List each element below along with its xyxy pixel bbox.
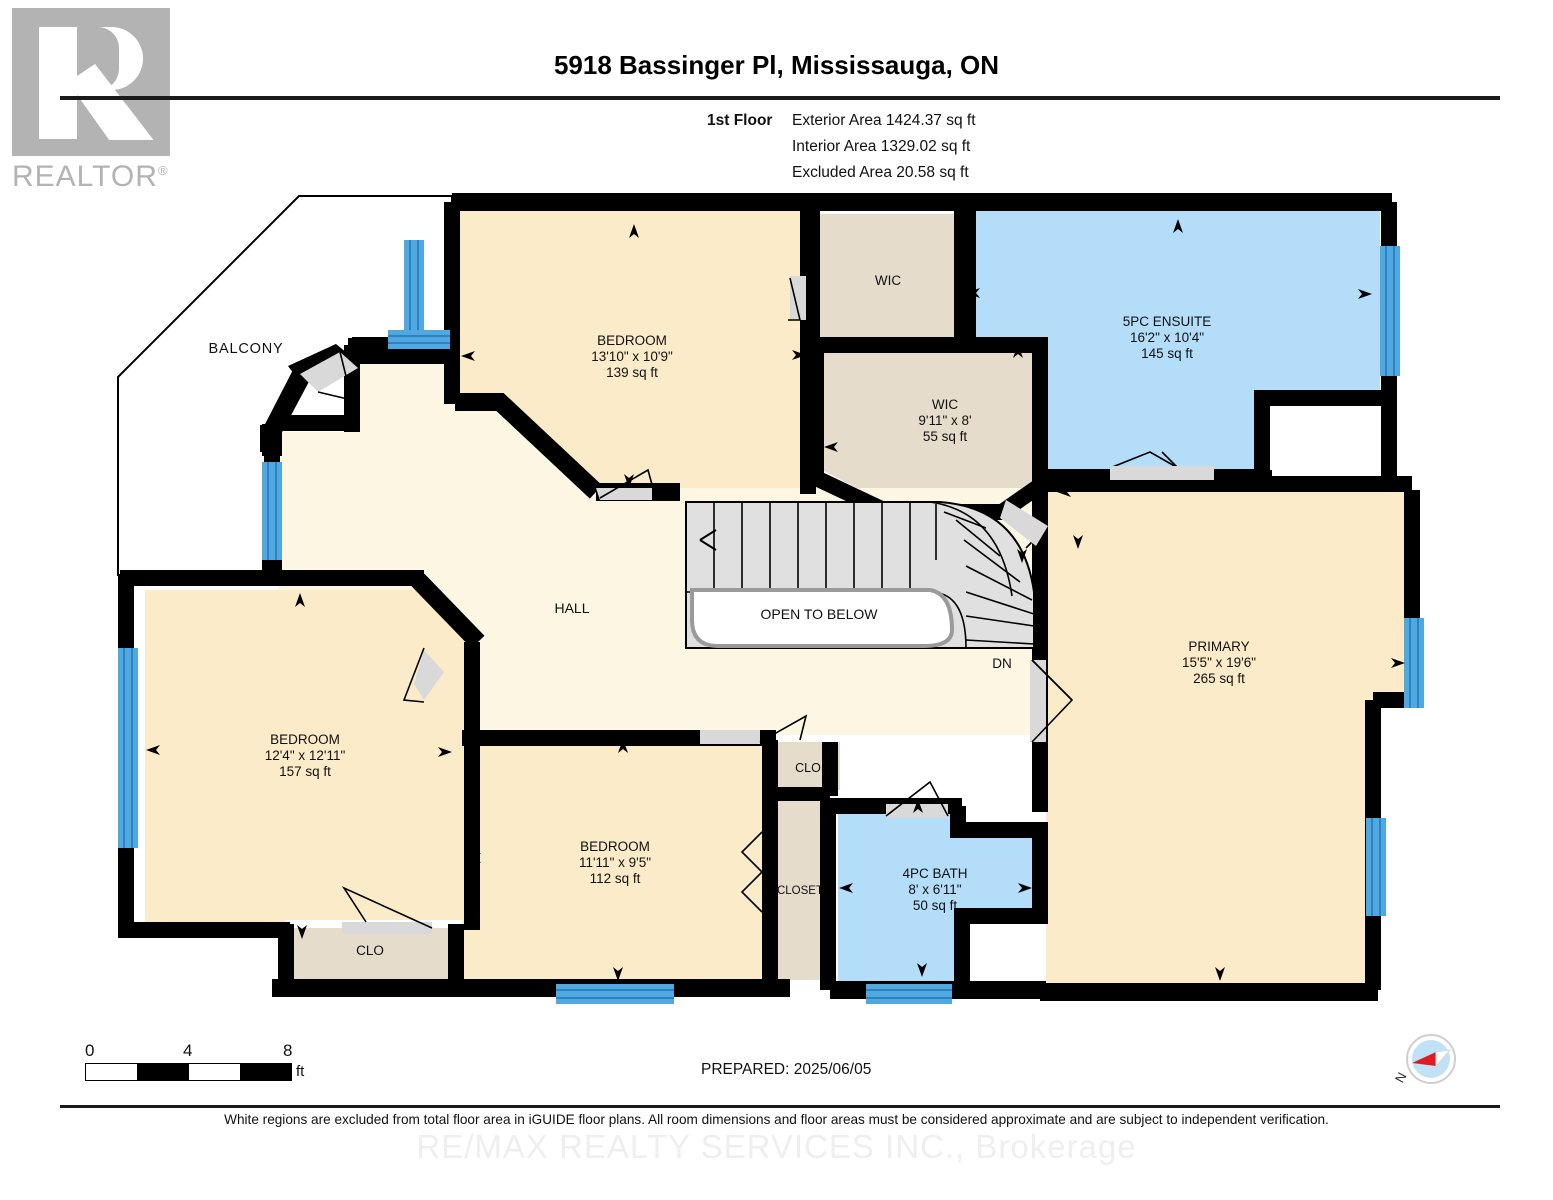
doors [300,276,1214,934]
windows [118,240,1424,1004]
compass-rose-icon [1406,1034,1456,1084]
room-bath-fill [838,812,1035,985]
interior-area: Interior Area 1329.02 sq ft [792,138,971,155]
room-area-primary: 265 sq ft [1193,671,1245,686]
scale-tick-0: 0 [85,1041,95,1060]
scale-unit-label: ft [296,1063,305,1080]
room-label-closet1: CLOSET [777,885,823,897]
window-icon [1366,818,1386,916]
window-icon [118,648,138,848]
room-label-bedroom1: BEDROOM [597,333,667,348]
room-dims-ensuite: 16'2" x 10'4" [1130,330,1204,345]
room-primary-fill [1046,490,1410,988]
room-label-bath: 4PC BATH [902,866,967,881]
room-area-bedroom1: 139 sq ft [606,365,658,380]
scale-tick-4: 4 [183,1041,193,1060]
disclaimer-text: White regions are excluded from total fl… [224,1112,1329,1127]
room-bedroom1-fill [460,210,812,488]
room-dims-bedroom3: 11'11" x 9'5" [579,855,651,870]
room-wic1-fill [816,214,964,338]
brokerage-watermark: RE/MAX REALTY SERVICES INC., Brokerage [416,1128,1137,1165]
window-icon [404,240,424,348]
room-area-wic2: 55 sq ft [923,429,968,444]
room-label-clo2: CLO [795,761,821,775]
realtor-registered-icon: ® [157,163,169,178]
window-icon [1380,246,1400,376]
window-icon [556,984,674,1004]
room-dims-bedroom2: 12'4" x 12'11" [265,748,346,763]
window-icon [1404,618,1424,708]
room-labels: BALCONY BEDROOM 13'10" x 10'9" 139 sq ft… [209,273,1257,958]
room-label-hall: HALL [554,600,589,616]
room-dims-wic2: 9'11" x 8' [918,413,971,428]
room-label-wic2: WIC [932,397,958,412]
room-area-bedroom3: 112 sq ft [590,871,641,886]
window-icon [262,462,282,560]
room-label-balcony: BALCONY [209,341,284,357]
room-label-wic1: WIC [875,273,901,288]
room-area-ensuite: 145 sq ft [1141,346,1193,361]
room-label-bedroom3: BEDROOM [580,839,650,854]
scale-tick-8: 8 [283,1041,293,1060]
room-label-bedroom2: BEDROOM [270,732,340,747]
room-clo1-fill [286,928,452,980]
header-divider [60,96,1500,100]
page-title: 5918 Bassinger Pl, Mississauga, ON [553,50,1000,80]
excluded-area: Excluded Area 20.58 sq ft [792,164,969,181]
realtor-word-text: REALTOR [12,160,158,193]
room-dims-bath: 8' x 6'11" [908,882,961,897]
stair-label-dn: DN [992,656,1012,671]
scale-bar [85,1063,292,1081]
room-label-ensuite: 5PC ENSUITE [1123,314,1212,329]
room-label-clo1: CLO [356,943,384,958]
exterior-area: Exterior Area 1424.37 sq ft [792,112,976,129]
room-ensuite-fill-2 [966,210,1046,345]
room-closet1-fill [776,798,824,980]
realtor-wordmark: REALTOR® [12,160,197,194]
realtor-r-mark [12,8,170,156]
window-icon [866,984,952,1004]
stair-label-open-to-below: OPEN TO BELOW [761,606,879,622]
room-label-primary: PRIMARY [1188,639,1249,654]
room-area-bath: 50 sq ft [913,898,958,913]
prepared-date: PREPARED: 2025/06/05 [701,1061,872,1078]
floor-summary: 1st Floor Exterior Area 1424.37 sq ft In… [707,108,976,186]
room-bedroom3-fill [462,738,772,986]
window-icon [388,330,450,349]
room-ensuite-fill-3 [1040,398,1265,470]
floor-label: 1st Floor [707,112,773,129]
realtor-logo: REALTOR® [12,8,197,198]
room-wic2-fill [822,345,1035,505]
footer-divider [60,1105,1500,1108]
staircase [685,501,1035,649]
room-dims-primary: 15'5" x 19'6" [1182,655,1256,670]
room-area-bedroom2: 157 sq ft [279,764,331,779]
room-bedroom2-fill [145,590,470,928]
room-dims-bedroom1: 13'10" x 10'9" [591,349,673,364]
